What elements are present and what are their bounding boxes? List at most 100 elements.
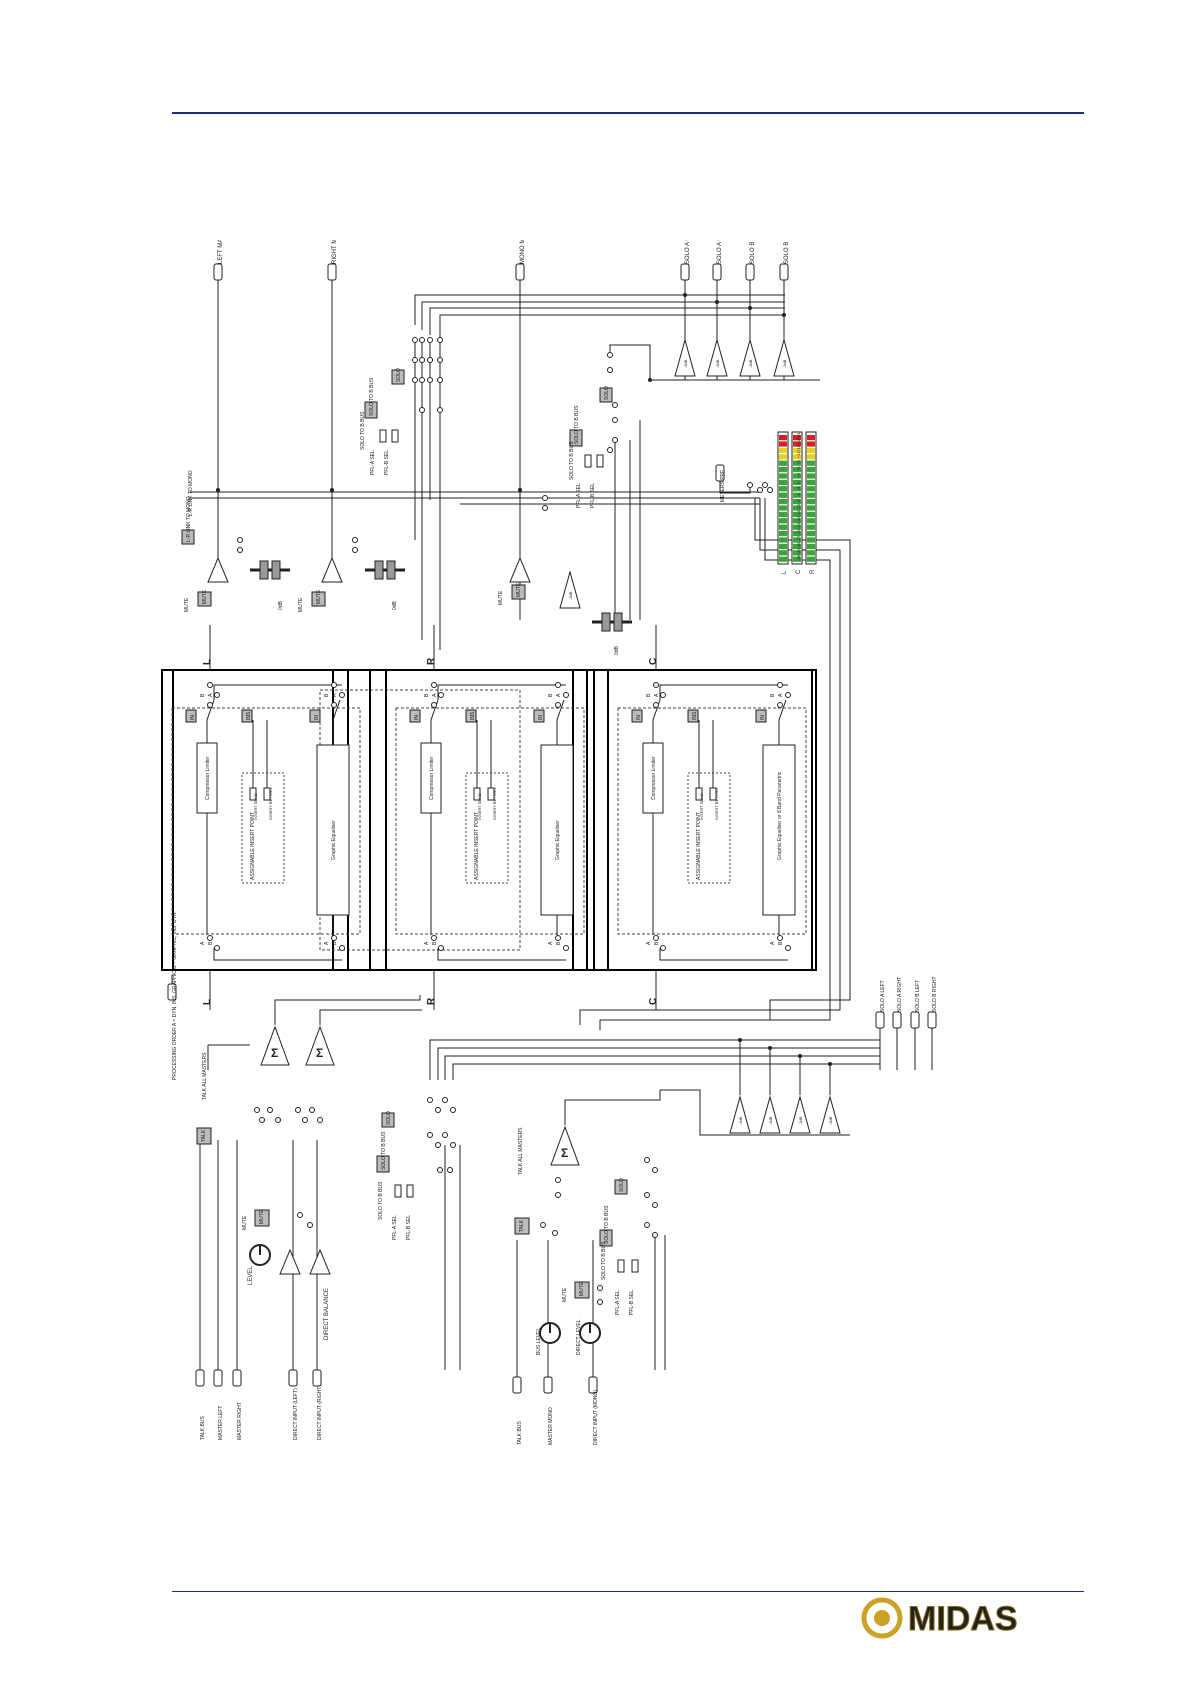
ab-label: A xyxy=(556,693,562,697)
left-master-mute-button[interactable]: MUTE xyxy=(197,589,212,607)
meter-scale-tick: -30 xyxy=(796,541,801,548)
direct-mute-label: MUTE xyxy=(242,1215,248,1230)
lr-link-to-mono-button[interactable]: L-R LINK TO MONO xyxy=(181,496,195,545)
direct-mute-button[interactable]: MUTE xyxy=(254,1209,270,1227)
solo-button-2[interactable]: SOLO xyxy=(599,386,613,403)
insert-label-r: ASSIGNABLE INSERT POINT xyxy=(474,812,480,880)
svg-text:IN: IN xyxy=(760,715,766,720)
ab-label: A xyxy=(200,941,206,945)
solo-b-left-out-connector xyxy=(745,263,755,281)
svg-text:-3dB: -3dB xyxy=(798,1116,803,1125)
ab-label: A xyxy=(208,693,214,697)
direct-input-mono-in-label: DIRECT INPUT (MONO) xyxy=(593,1390,599,1445)
bottom-solo-b-left-amp: -3dB xyxy=(789,1095,811,1134)
solo-a-right-out-label: SOLO A RIGHT xyxy=(717,240,723,264)
comp-in-button-l[interactable]: IN xyxy=(185,709,197,723)
compressor-label-c: Compressor Limiter xyxy=(651,756,657,800)
svg-text:TALK: TALK xyxy=(519,1219,525,1232)
svg-text:MUTE: MUTE xyxy=(259,1209,265,1224)
ab-label: A xyxy=(778,693,784,697)
eq-in-button-c[interactable]: IN xyxy=(755,709,767,723)
ab-label: B xyxy=(424,693,430,697)
mono-talk-bus-in-connector xyxy=(512,1376,522,1394)
ab-label: B xyxy=(432,941,438,945)
mono-master-fader[interactable] xyxy=(592,612,632,632)
compressor-label-r: Compressor Limiter xyxy=(429,756,435,800)
right-master-mute-button[interactable]: MUTE xyxy=(311,589,326,607)
mono-talk-button[interactable]: TALK xyxy=(514,1217,530,1235)
meter-r xyxy=(805,431,817,565)
input-solo-to-b-label: SOLO TO B BUS xyxy=(378,1181,384,1220)
mono-input-solo-button[interactable]: SOLO xyxy=(614,1178,628,1195)
talk-button[interactable]: TALK xyxy=(196,1127,212,1145)
master-mono-in-connector xyxy=(543,1376,553,1394)
svg-text:IN: IN xyxy=(190,715,196,720)
insert-in-button-c[interactable]: INS xyxy=(687,709,699,723)
insert-in-button-l[interactable]: INS xyxy=(241,709,253,723)
comp-in-button-r[interactable]: IN xyxy=(409,709,421,723)
pfl-a-label-2: PFL-A SEL xyxy=(576,483,582,508)
svg-text:IN: IN xyxy=(414,715,420,720)
ab-label: A xyxy=(548,941,554,945)
lr-link-label: L-R LINK TO MONO xyxy=(188,470,194,516)
insert-in-button-r[interactable]: INS xyxy=(465,709,477,723)
master-solo-to-b-bus-button[interactable]: SOLO TO B BUS xyxy=(364,377,378,419)
right-mute-label: MUTE xyxy=(298,597,304,612)
channel-label-bottom-l: L xyxy=(202,999,213,1005)
right-master-fader[interactable] xyxy=(365,560,405,580)
svg-text:INS: INS xyxy=(246,711,252,720)
channel-label-top-c: C xyxy=(648,658,659,665)
eq-label-c: Graphic Equaliser or 8 Band Parametric xyxy=(777,771,783,860)
bus-level-knob[interactable] xyxy=(539,1322,561,1344)
right-sum-amp xyxy=(305,1025,335,1066)
ab-label: B xyxy=(208,941,214,945)
ab-label: B xyxy=(332,941,338,945)
svg-text:-3dB: -3dB xyxy=(568,591,573,600)
direct-level-knob[interactable] xyxy=(579,1322,601,1344)
meters-pre-label: METERS PRE xyxy=(720,469,726,502)
left-mute-label: MUTE xyxy=(184,597,190,612)
bottom-solo-a-right-amp: -3dB xyxy=(759,1095,781,1134)
left-master-fader[interactable] xyxy=(250,560,290,580)
input-solo-button[interactable]: SOLO xyxy=(381,1111,395,1128)
meter-c-label: C xyxy=(796,569,802,574)
eq-label-r: Graphic Equaliser xyxy=(555,820,561,860)
ab-label: B xyxy=(324,693,330,697)
sum-symbol: Σ xyxy=(271,1046,278,1060)
level-knob[interactable] xyxy=(249,1244,271,1266)
mono-sum-input-amp xyxy=(550,1125,580,1166)
ab-label: B xyxy=(654,941,660,945)
svg-text:SOLO: SOLO xyxy=(396,368,402,382)
eq-in-button-l[interactable]: IN xyxy=(309,709,321,723)
mono-solo-button[interactable]: SOLO xyxy=(391,368,405,385)
mono-master-out-label: MONO MASTER OUT xyxy=(520,240,526,264)
mono-master-out-connector xyxy=(515,263,525,281)
direct-balance-label: DIRECT BALANCE xyxy=(324,1288,330,1340)
meter-scale-tick: -9 xyxy=(796,499,801,503)
mono-direct-mute-button[interactable]: MUTE xyxy=(574,1281,590,1299)
solo-b-left-out-label: SOLO B LEFT xyxy=(750,240,756,264)
level-label: LEVEL xyxy=(248,1266,254,1285)
left-master-out-label: LEFT MASTER OUT xyxy=(218,240,224,264)
right-master-out-label: RIGHT MASTER OUT xyxy=(332,240,338,264)
direct-left-amp xyxy=(279,1248,301,1275)
meter-scale-tick: +9 xyxy=(796,459,801,464)
solo-to-b-bus-button-2[interactable]: SOLO TO B BUS xyxy=(569,405,583,447)
left-sum-amp xyxy=(260,1025,290,1066)
bottom-solo-b-right-amp: -3dB xyxy=(819,1095,841,1134)
eq-in-button-r[interactable]: IN xyxy=(533,709,545,723)
mono-master-mute-button[interactable]: MUTE xyxy=(511,582,526,600)
input-solo-to-b-bus-button[interactable]: SOLO TO B BUS xyxy=(376,1131,390,1173)
master-solo-to-b-label: SOLO TO B BUS xyxy=(360,411,366,450)
comp-in-button-c[interactable]: IN xyxy=(631,709,643,723)
top-rule xyxy=(172,112,1084,114)
mono-input-solo-to-b-bus-button[interactable]: SOLO TO B BUS xyxy=(599,1205,613,1247)
svg-text:-3dB: -3dB xyxy=(748,359,753,368)
mono-master-amp xyxy=(509,556,531,583)
svg-text:MUTE: MUTE xyxy=(202,589,208,604)
meter-l-label: L xyxy=(782,570,788,574)
talk-all-masters-label: TALK ALL MASTERS xyxy=(202,1052,208,1100)
right-master-out-connector xyxy=(327,263,337,281)
ab-label: A xyxy=(424,941,430,945)
